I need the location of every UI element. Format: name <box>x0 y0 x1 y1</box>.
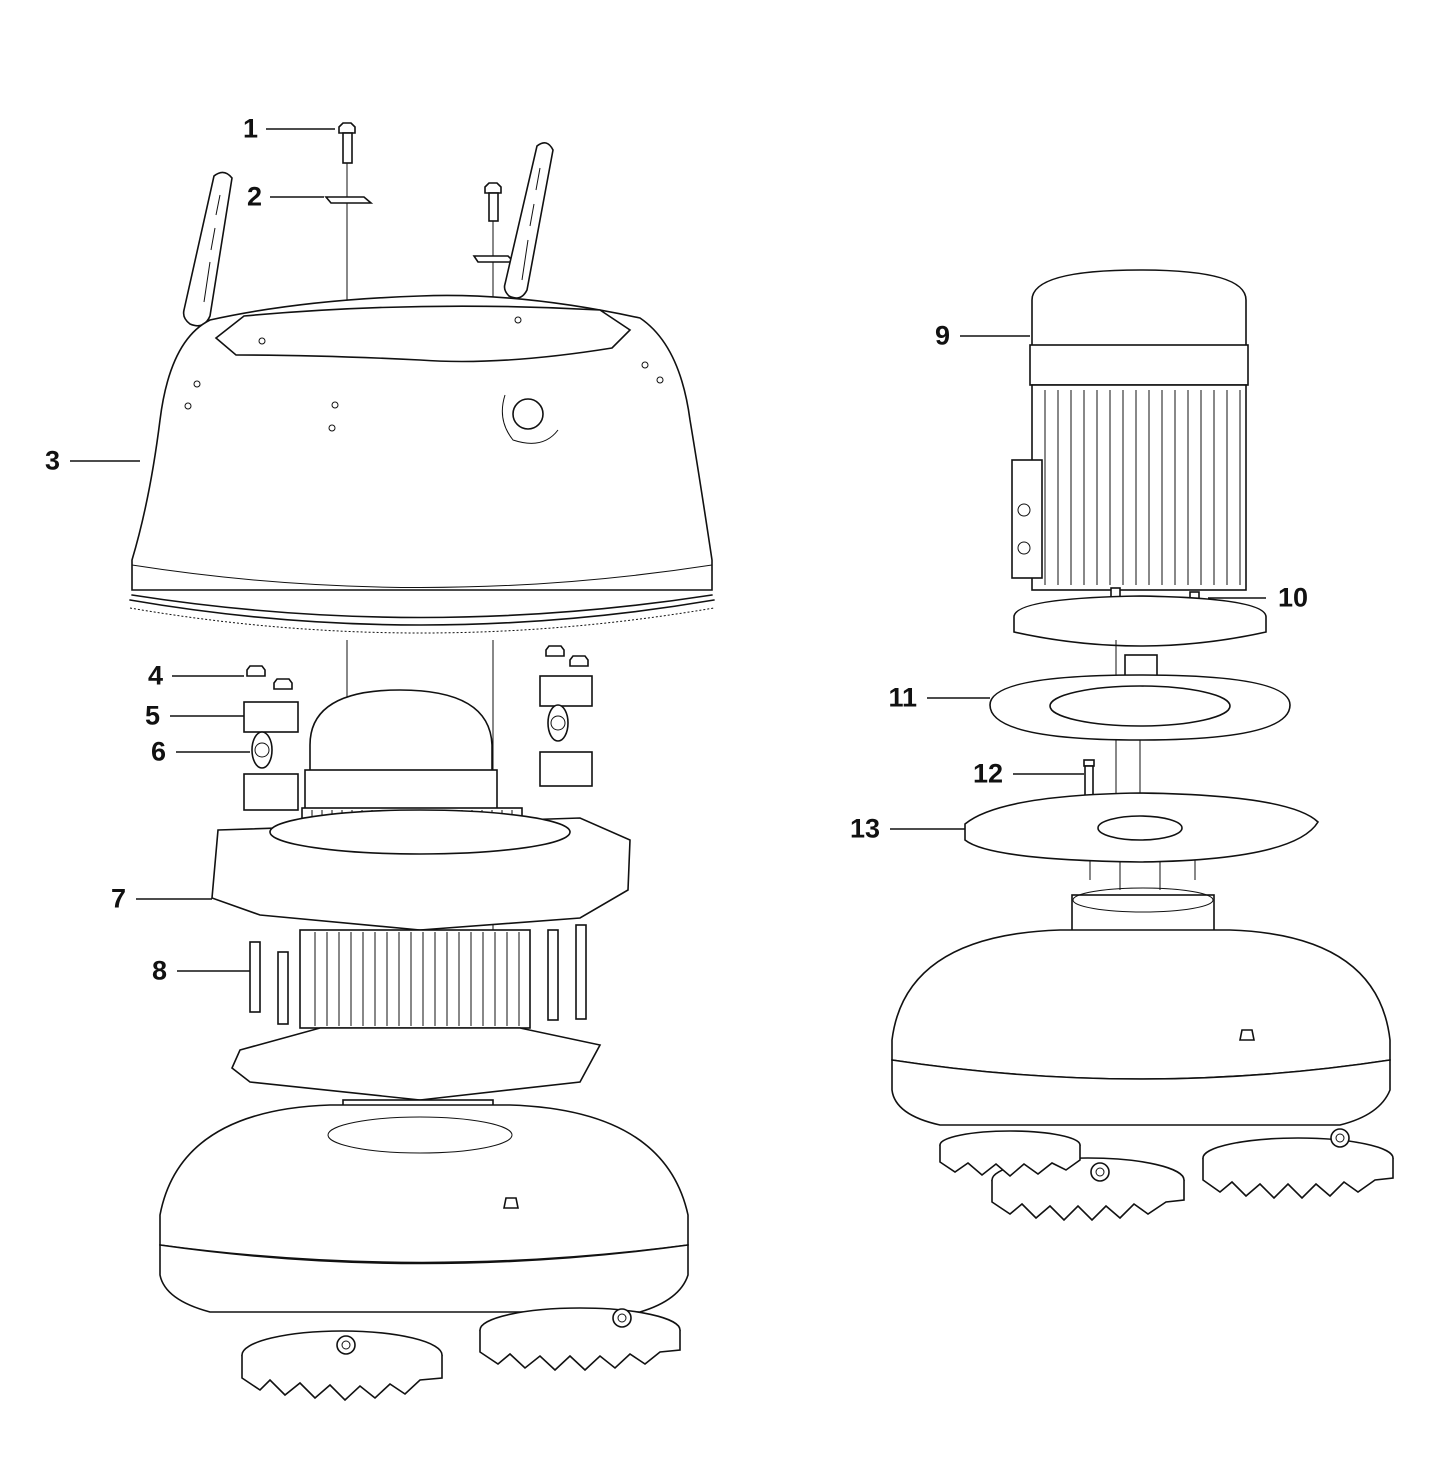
callout-5: 5 <box>144 700 160 731</box>
grinding-head-right-2 <box>1202 1128 1394 1200</box>
grinding-head-right-3 <box>939 1130 1081 1178</box>
callout-2: 2 <box>246 181 262 212</box>
bolt-part-12 <box>1013 759 1095 813</box>
callout-13: 13 <box>849 813 880 844</box>
callout-8: 8 <box>151 955 167 986</box>
clamp-group-right <box>539 645 593 787</box>
base-housing-left <box>159 1099 689 1313</box>
handle-right <box>503 142 554 299</box>
callout-10: 10 <box>1277 582 1308 613</box>
cover-dome-part-3 <box>70 294 715 1090</box>
clamp-group-left <box>170 665 299 811</box>
motor-part-9 <box>960 269 1249 591</box>
plate-part-2 <box>270 196 374 204</box>
motor-base-plate-left <box>231 1027 602 1101</box>
callout-9: 9 <box>934 320 950 351</box>
callout-3: 3 <box>44 445 60 476</box>
callout-7: 7 <box>110 883 126 914</box>
mounting-plate-part-13 <box>890 792 1320 890</box>
callout-12: 12 <box>972 758 1003 789</box>
flange-part-10 <box>1013 587 1267 647</box>
grinding-head-left-2 <box>479 1307 681 1372</box>
base-housing-right <box>891 887 1391 1126</box>
pins-part-8 <box>177 924 587 1025</box>
grinding-head-left-1 <box>241 1330 443 1402</box>
left-assembly <box>70 122 715 1402</box>
callout-11: 11 <box>888 682 917 713</box>
callout-6: 6 <box>150 736 166 767</box>
right-assembly <box>890 269 1394 1222</box>
grinding-head-right-1 <box>991 1157 1185 1222</box>
motor-lower-left <box>299 929 531 1029</box>
callout-1: 1 <box>242 113 258 144</box>
callout-4: 4 <box>147 660 163 691</box>
ring-plate-part-7 <box>136 809 631 931</box>
handle-left <box>182 171 233 327</box>
gasket-ring-part-11 <box>927 674 1291 741</box>
